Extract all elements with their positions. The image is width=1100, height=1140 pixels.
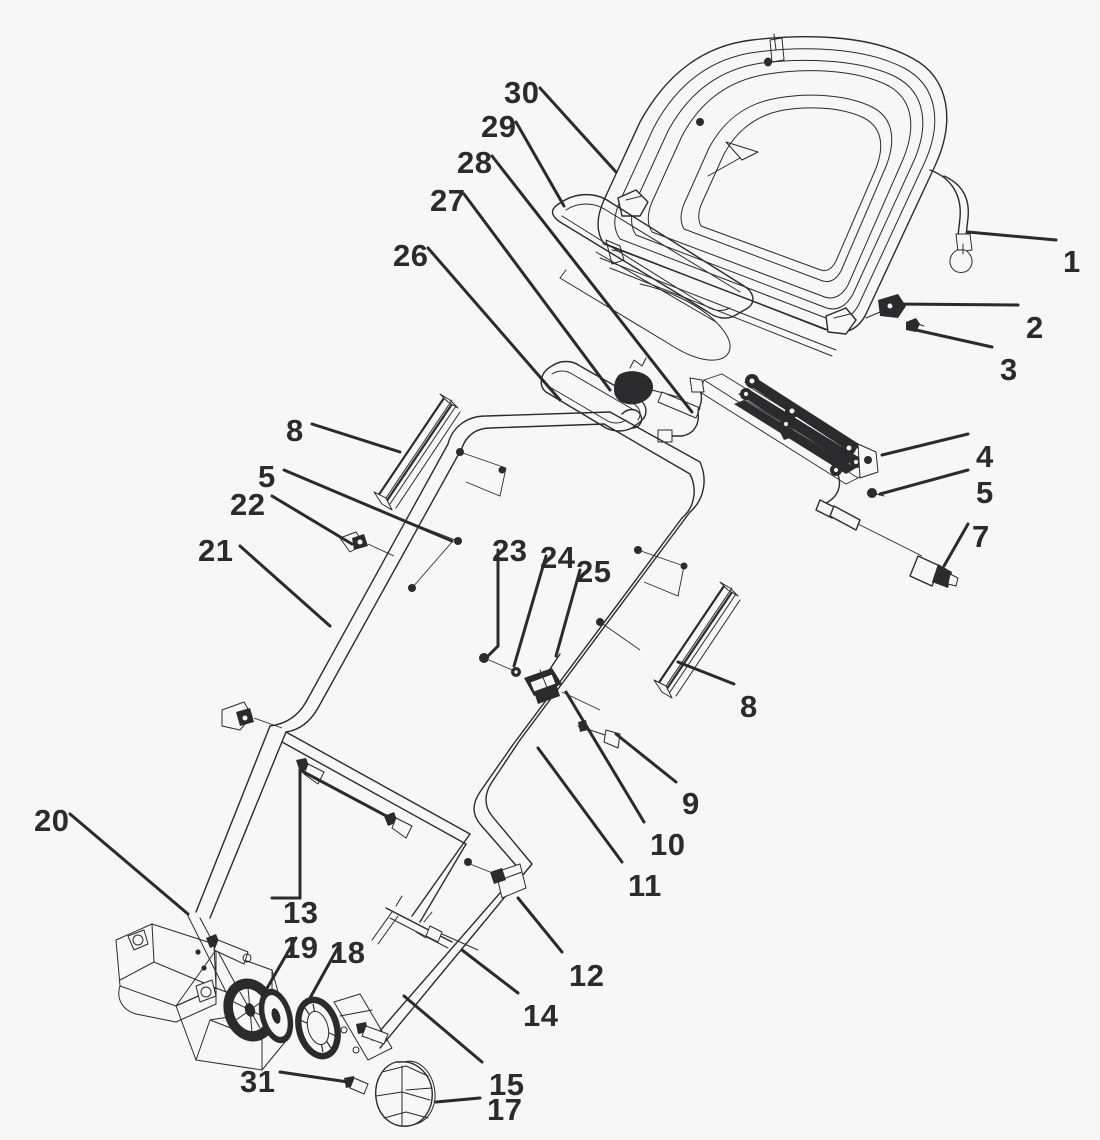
callout-label-18: 18 [330, 935, 366, 970]
callout-label-5-right: 5 [976, 475, 994, 510]
bottom-rod-detail-art [371, 895, 479, 951]
lower-side-arm-plate-art [333, 993, 393, 1095]
screw-5-right-art [867, 488, 885, 498]
callout-label-5-left: 5 [258, 459, 276, 494]
callout-label-3: 3 [1000, 352, 1018, 387]
callout-label-7: 7 [972, 519, 990, 554]
callout-label-27: 27 [430, 183, 466, 218]
callout-label-13: 13 [283, 895, 319, 930]
upper-handle-frame-art [597, 33, 973, 357]
callout-label-19: 19 [283, 930, 319, 965]
cable-end-fitting-art [909, 555, 959, 588]
callout-label-24: 24 [540, 540, 576, 575]
callout-label-1: 1 [1063, 244, 1081, 279]
callout-label-15: 15 [489, 1067, 525, 1102]
control-cable-art [651, 377, 705, 443]
handle-tube-loop-art [195, 411, 705, 1049]
callout-label-25: 25 [576, 554, 612, 589]
handle-pad-art [551, 193, 754, 319]
callout-label-2: 2 [1026, 310, 1044, 345]
callout-label-17: 17 [487, 1092, 523, 1127]
callout-label-11: 11 [628, 868, 662, 903]
adjustment-knob-art [375, 1060, 436, 1127]
lever-linkage-assembly-art [699, 373, 923, 557]
callout-label-28: 28 [457, 145, 493, 180]
callout-label-14: 14 [523, 998, 559, 1033]
callout-label-4: 4 [976, 439, 994, 474]
spacer-block-art [464, 858, 527, 899]
cable-clip-art [339, 531, 395, 557]
callout-label-12: 12 [569, 958, 605, 993]
bracket-tab-art [865, 294, 906, 319]
gear-washer-ring-art [223, 978, 341, 1060]
callout-label-23: 23 [492, 533, 528, 568]
screw-3-art [906, 318, 925, 332]
lower-clip-bracket-art [221, 701, 283, 731]
cable-clamp-art [479, 653, 601, 711]
grip-strip-right-art [653, 581, 741, 699]
spring-art [614, 357, 654, 405]
callout-label-30: 30 [504, 75, 540, 110]
callout-label-8-right: 8 [740, 689, 758, 724]
callout-label-10: 10 [650, 827, 686, 862]
callout-label-20: 20 [34, 803, 70, 838]
callout-label-9: 9 [682, 786, 700, 821]
callout-label-21: 21 [198, 533, 234, 568]
grip-strip-left-art [373, 393, 461, 511]
screw-9-art [577, 720, 621, 749]
callout-label-31: 31 [240, 1064, 276, 1099]
grip-fastener-details [408, 448, 688, 651]
callout-label-8-left: 8 [286, 413, 304, 448]
callout-label-22: 22 [230, 487, 266, 522]
callout-label-29: 29 [481, 109, 517, 144]
callout-label-26: 26 [393, 238, 429, 273]
